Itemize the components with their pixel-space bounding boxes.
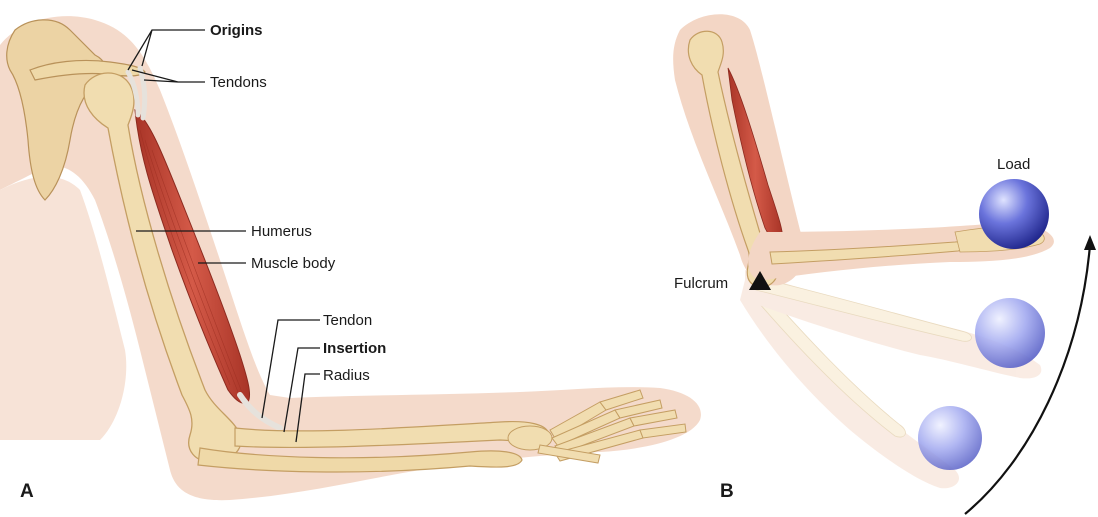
label-tendon: Tendon bbox=[323, 312, 373, 329]
tendon-leader bbox=[261, 319, 320, 419]
radius-leader bbox=[295, 373, 320, 443]
muscle-fibers bbox=[139, 129, 244, 396]
ulna-bone bbox=[197, 447, 523, 473]
load-ball-middle bbox=[975, 298, 1045, 368]
label-humerus: Humerus bbox=[251, 223, 312, 240]
insertion-tendon bbox=[237, 392, 283, 431]
panel-a-arm bbox=[0, 16, 701, 501]
ghost-forearm-mid-bone bbox=[755, 277, 972, 342]
panel-a-letter: A bbox=[20, 481, 34, 502]
fulcrum-marker bbox=[749, 271, 771, 290]
motion-arrow-head bbox=[1084, 235, 1096, 250]
hand-bones bbox=[507, 389, 687, 464]
ghost-arm-positions bbox=[740, 270, 1042, 489]
torso-shadow bbox=[0, 176, 127, 440]
insertion-leader bbox=[283, 347, 320, 433]
panel-b-letter: B bbox=[720, 481, 734, 502]
panel-b-arm bbox=[673, 14, 1054, 489]
tendons-leader bbox=[131, 69, 205, 83]
label-radius: Radius bbox=[323, 367, 370, 384]
motion-arrow bbox=[964, 244, 1092, 515]
label-load: Load bbox=[997, 156, 1031, 173]
load-ball-top bbox=[979, 179, 1049, 249]
label-tendons: Tendons bbox=[210, 74, 267, 91]
load-ball-bottom bbox=[918, 406, 982, 470]
label-fulcrum: Fulcrum bbox=[674, 275, 729, 292]
label-insertion: Insertion bbox=[323, 340, 387, 357]
origins-leader bbox=[127, 29, 205, 71]
label-muscle-body: Muscle body bbox=[251, 255, 336, 272]
torso-skin bbox=[0, 16, 701, 501]
ghost-forearm-low-bone bbox=[751, 284, 906, 438]
label-origins: Origins bbox=[210, 22, 263, 39]
panel-a-leader-lines bbox=[127, 29, 320, 443]
